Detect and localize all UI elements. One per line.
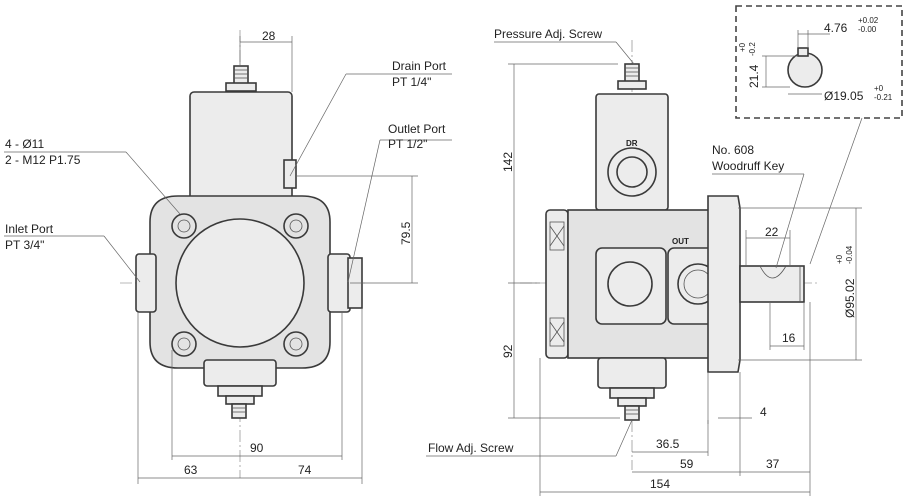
dim-92: 92 [501,344,515,358]
label-bolt-thread: 2 - M12 P1.75 [5,153,81,167]
pressure-screw-front [225,65,257,92]
upper-housing-front [189,91,293,211]
dim-36-5: 36.5 [656,437,680,451]
inlet-boss [135,253,157,313]
dim-16: 16 [782,331,796,345]
dim-37: 37 [766,457,780,471]
main-bore-front [175,218,305,348]
lower-body-front [203,359,277,387]
label-bolt-holes: 4 - Ø11 [5,137,44,151]
dim-4-76: 4.76 [824,21,848,35]
label-inlet-port: Inlet Port [5,222,54,236]
flow-screw-front [217,385,263,419]
lower-body-side [597,357,667,389]
dim-95-02-tol-bot: -0.04 [845,245,854,264]
front-view: 28 79.5 90 63 74 Drain Port PT 1/4" Outl… [4,29,452,484]
flow-screw-side [609,387,655,421]
port-face-left [595,247,667,325]
label-drain-port: Drain Port [392,59,447,73]
label-outlet-port-size: PT 1/2" [388,137,427,151]
knurled-cap [545,209,569,359]
drain-port-circle [607,147,657,197]
upper-tower-side [595,93,669,211]
label-drain-port-size: PT 1/4" [392,75,431,89]
dim-21-4-tol-bot: -0.2 [748,42,757,56]
dim-19-05-tol-bot: -0.21 [874,93,893,102]
label-woodruff-key: Woodruff Key [712,159,784,173]
dim-19-05: Ø19.05 [824,89,864,103]
pressure-screw-side [617,63,647,90]
dim-4-76-tol-bot: -0.00 [858,25,877,34]
bolt-holes-front [171,213,309,357]
dim-63: 63 [184,463,198,477]
drain-port-nub [283,159,297,189]
dim-154: 154 [650,477,670,491]
dim-90: 90 [250,441,264,455]
label-dr: DR [626,139,638,148]
label-pressure-adj-screw: Pressure Adj. Screw [494,27,602,41]
dim-142: 142 [501,152,515,172]
flange-side [707,195,741,373]
dim-21-4: 21.4 [747,64,761,88]
side-view: DR OUT [426,27,862,496]
dim-59: 59 [680,457,694,471]
dim-4-76-tol-top: +0.02 [858,16,879,25]
label-key-number: No. 608 [712,143,754,157]
dim-28: 28 [262,29,276,43]
shaft-key-detail: 4.76 +0.02 -0.00 21.4 +0 -0.2 Ø19.05 +0 … [735,5,903,265]
label-outlet-port: Outlet Port [388,122,446,136]
dim-95-02: Ø95.02 [843,278,857,318]
label-flow-adj-screw: Flow Adj. Screw [428,441,514,455]
dim-4: 4 [760,405,767,419]
dim-95-02-tol-top: +0 [835,254,844,264]
dim-21-4-tol-top: +0 [738,42,747,52]
shaft [739,265,805,303]
label-inlet-port-size: PT 3/4" [5,238,44,252]
dim-79-5: 79.5 [399,221,413,245]
dim-19-05-tol-top: +0 [874,84,884,93]
dim-22: 22 [765,225,779,239]
dim-74: 74 [298,463,312,477]
outlet-boss [327,253,351,313]
label-out: OUT [672,237,689,246]
